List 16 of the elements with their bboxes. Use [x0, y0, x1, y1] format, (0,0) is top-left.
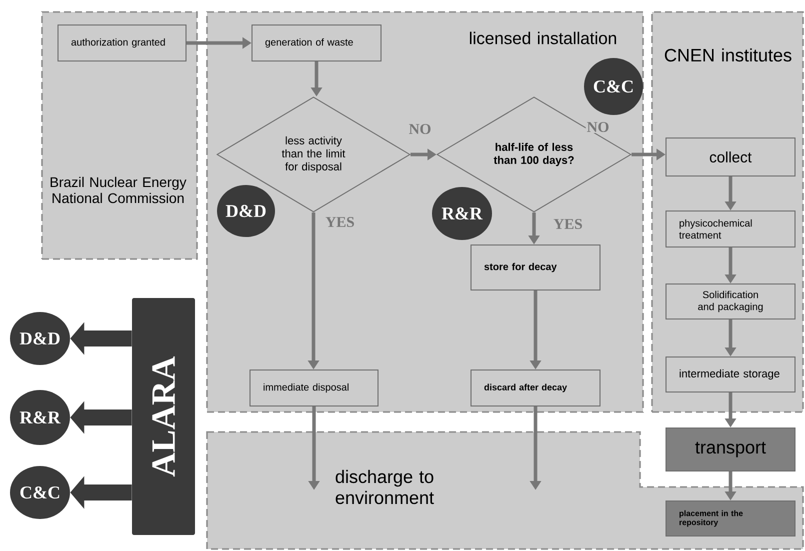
panel-title: Brazil Nuclear Energy National Commission: [50, 176, 186, 204]
process-box: transport: [666, 428, 796, 472]
panel-title: discharge to environment: [336, 470, 434, 504]
process-box: collect: [666, 138, 796, 176]
process-box: store for decay: [470, 244, 600, 290]
process-box: authorization granted: [58, 24, 186, 62]
process-box: placement in the repository: [666, 500, 796, 536]
process-box: Solidification and packaging: [666, 284, 796, 320]
process-box: generation of waste: [252, 24, 382, 62]
process-box: immediate disposal: [250, 370, 378, 406]
panel-title: licensed installation: [470, 32, 616, 44]
panel-title: CNEN institutes: [664, 48, 792, 62]
process-box: physicochemical treatment: [666, 210, 796, 248]
process-box: discard after decay: [470, 370, 600, 406]
process-box: intermediate storage: [666, 356, 796, 392]
alara-block: ALARA: [132, 298, 195, 535]
